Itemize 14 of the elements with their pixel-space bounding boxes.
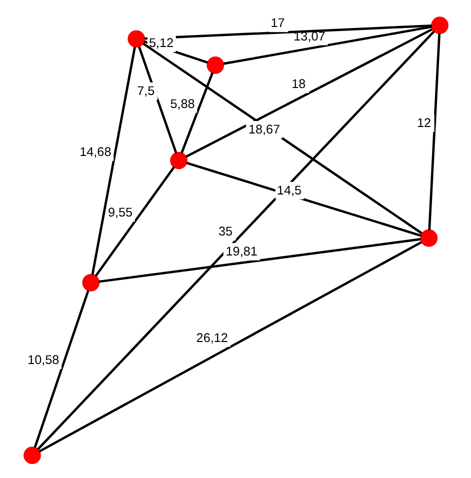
edge-label: 5,12 <box>148 36 174 50</box>
edge-label: 5,88 <box>170 96 194 111</box>
edge-label: 14,5 <box>276 183 302 198</box>
edge-label: 18,67 <box>248 122 280 136</box>
edge-label: 26,12 <box>196 330 228 345</box>
edge-label: 14,68 <box>79 144 111 159</box>
edge-label: 17 <box>270 16 284 30</box>
edge-label: 19,81 <box>225 244 257 259</box>
edge-label: 10,58 <box>27 353 59 368</box>
edge-label: 12 <box>416 116 431 130</box>
edge-label: 18 <box>291 77 306 92</box>
edge-label: 7,5 <box>136 84 154 98</box>
edge-label: 9,55 <box>107 206 132 220</box>
edge-label: 35 <box>218 224 232 239</box>
